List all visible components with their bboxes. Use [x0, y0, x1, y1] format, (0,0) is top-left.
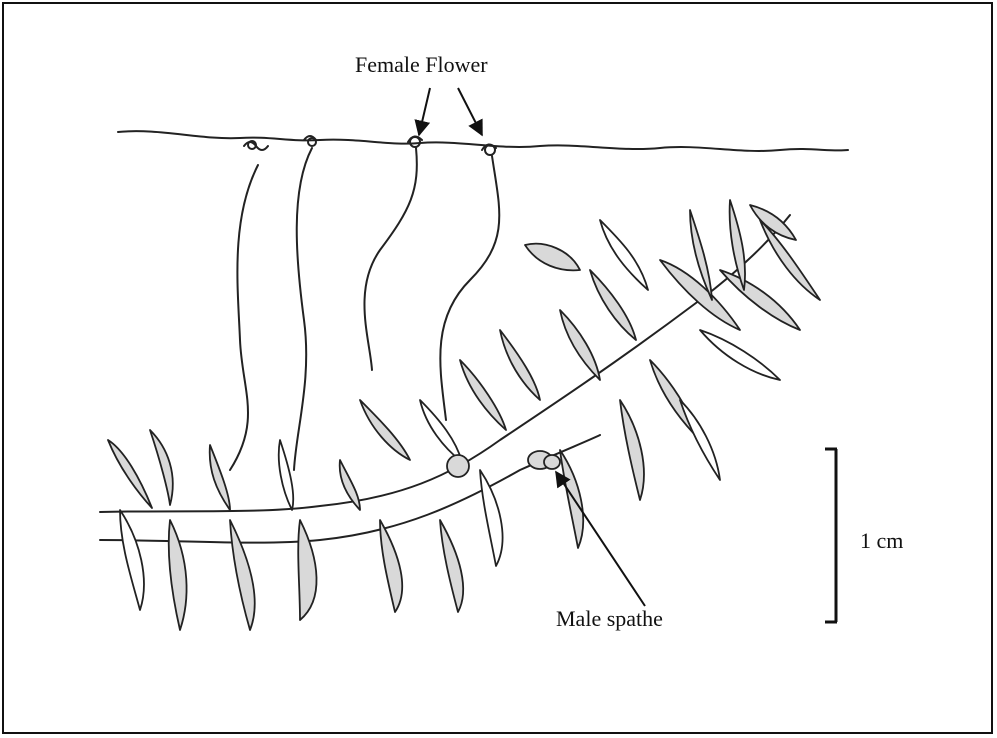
male-spathe-label: Male spathe	[556, 608, 663, 630]
female-flower-3	[408, 136, 422, 147]
female-flower-label: Female Flower	[355, 54, 488, 76]
female-flower-arrow-1	[419, 88, 430, 135]
male-spathe-arrow	[556, 472, 645, 606]
female-peduncle-2	[294, 148, 312, 470]
main-stem	[100, 215, 790, 512]
leaves	[108, 200, 820, 630]
female-peduncle-1	[230, 165, 258, 470]
female-flower-arrow-2	[458, 88, 482, 135]
scale-bar	[825, 449, 837, 622]
female-peduncle-3	[364, 148, 416, 370]
female-flower-4	[482, 144, 496, 155]
female-flower-1	[244, 141, 268, 150]
female-spathe	[447, 455, 469, 477]
scale-bar-label: 1 cm	[860, 530, 903, 552]
